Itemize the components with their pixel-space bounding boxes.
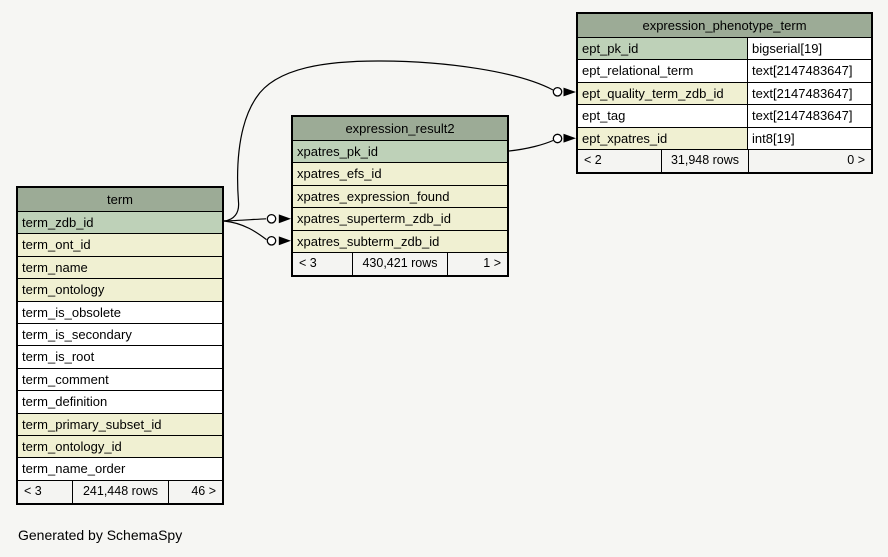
column-type: text[2147483647] bbox=[748, 82, 871, 105]
column-type: text[2147483647] bbox=[748, 60, 871, 82]
fk-open-circle-icon bbox=[552, 133, 563, 144]
column-type: text[2147483647] bbox=[748, 105, 871, 127]
column-row-xpatres_expression_found: xpatres_expression_found bbox=[293, 185, 507, 209]
parents-count: < 2 bbox=[578, 149, 662, 172]
column-type: bigserial[19] bbox=[748, 38, 871, 60]
column-name: term_comment bbox=[22, 371, 109, 387]
column-row-term_definition: term_definition bbox=[18, 391, 222, 414]
column-name: term_zdb_id bbox=[22, 215, 94, 230]
children-count: 1 > bbox=[483, 255, 501, 270]
column-name: ept_tag bbox=[578, 105, 748, 127]
column-row-term_name: term_name bbox=[18, 256, 222, 280]
column-row-term_is_obsolete: term_is_obsolete bbox=[18, 301, 222, 324]
fk-arrowhead-icon bbox=[278, 236, 291, 246]
table-expression-result2-footer: < 3 430,421 rows 1 > bbox=[293, 252, 507, 275]
table-expression-phenotype-term-footer: < 2 31,948 rows 0 > bbox=[578, 149, 871, 172]
column-row-xpatres_efs_id: xpatres_efs_id bbox=[293, 163, 507, 186]
column-name: term_primary_subset_id bbox=[22, 416, 162, 432]
column-name: term_is_obsolete bbox=[22, 304, 121, 320]
column-row-term_primary_subset_id: term_primary_subset_id bbox=[18, 413, 222, 436]
column-row-ept_tag: ept_tag text[2147483647] bbox=[578, 105, 871, 128]
row-count: 31,948 rows bbox=[662, 149, 749, 172]
column-name: term_name_order bbox=[22, 461, 126, 477]
generated-by-note: Generated by SchemaSpy bbox=[18, 527, 183, 543]
row-count: 241,448 rows bbox=[73, 480, 169, 503]
column-name: xpatres_subterm_zdb_id bbox=[297, 233, 440, 249]
column-name: ept_relational_term bbox=[578, 60, 748, 82]
fk-open-circle-icon bbox=[266, 235, 277, 246]
column-name: xpatres_pk_id bbox=[297, 144, 378, 159]
table-term-footer: < 3 241,448 rows 46 > bbox=[18, 480, 222, 503]
column-name: term_ont_id bbox=[22, 237, 91, 253]
table-expression-phenotype-term-title[interactable]: expression_phenotype_term bbox=[578, 14, 871, 38]
column-name: xpatres_superterm_zdb_id bbox=[297, 211, 451, 227]
row-count: 430,421 rows bbox=[353, 252, 448, 275]
column-name: term_name bbox=[22, 259, 88, 275]
children-count: 46 > bbox=[191, 483, 216, 498]
table-term-title[interactable]: term bbox=[18, 188, 222, 212]
fk-open-circle-icon bbox=[552, 86, 563, 97]
relationship-line-term-superterm bbox=[223, 218, 267, 222]
table-expression-phenotype-term[interactable]: expression_phenotype_term ept_pk_id bigs… bbox=[576, 12, 873, 174]
fk-arrowhead-icon bbox=[278, 214, 291, 224]
column-name: ept_pk_id bbox=[578, 38, 748, 60]
relationship-line-term-subterm bbox=[223, 220, 267, 241]
table-expression-result2[interactable]: expression_result2 xpatres_pk_id xpatres… bbox=[291, 115, 509, 277]
parents-count: < 3 bbox=[293, 252, 353, 275]
parents-count: < 3 bbox=[18, 480, 73, 503]
relationship-line-er2-ept-xpatres bbox=[508, 139, 554, 152]
fk-arrowhead-icon bbox=[563, 133, 576, 143]
column-name: ept_xpatres_id bbox=[578, 127, 748, 149]
column-name: term_is_secondary bbox=[22, 326, 132, 342]
column-name: term_ontology bbox=[22, 282, 105, 298]
column-row-term_comment: term_comment bbox=[18, 368, 222, 392]
column-row-term_ontology_id: term_ontology_id bbox=[18, 435, 222, 459]
column-row-term_ont_id: term_ont_id bbox=[18, 234, 222, 257]
fk-open-circle-icon bbox=[266, 213, 277, 224]
column-name: term_ontology_id bbox=[22, 438, 122, 454]
column-name: term_is_root bbox=[22, 349, 95, 365]
column-name: term_definition bbox=[22, 394, 108, 410]
children-count: 0 > bbox=[847, 152, 865, 167]
fk-arrowhead-icon bbox=[563, 87, 576, 97]
column-row-ept_quality_term_zdb_id: ept_quality_term_zdb_id text[2147483647] bbox=[578, 82, 871, 106]
column-row-term_zdb_id: term_zdb_id bbox=[18, 212, 222, 235]
column-name: ept_quality_term_zdb_id bbox=[578, 82, 748, 105]
column-row-term_ontology: term_ontology bbox=[18, 279, 222, 302]
column-name: xpatres_expression_found bbox=[297, 188, 450, 204]
column-row-term_is_secondary: term_is_secondary bbox=[18, 323, 222, 347]
table-term[interactable]: term term_zdb_id term_ont_id term_name t… bbox=[16, 186, 224, 505]
column-row-xpatres_superterm_zdb_id: xpatres_superterm_zdb_id bbox=[293, 208, 507, 231]
column-name: xpatres_efs_id bbox=[297, 166, 382, 182]
column-row-xpatres_subterm_zdb_id: xpatres_subterm_zdb_id bbox=[293, 230, 507, 253]
column-row-ept_relational_term: ept_relational_term text[2147483647] bbox=[578, 60, 871, 83]
column-row-term_name_order: term_name_order bbox=[18, 458, 222, 481]
column-row-xpatres_pk_id: xpatres_pk_id bbox=[293, 141, 507, 164]
column-row-term_is_root: term_is_root bbox=[18, 346, 222, 369]
column-type: int8[19] bbox=[748, 127, 871, 149]
table-expression-result2-title[interactable]: expression_result2 bbox=[293, 117, 507, 141]
column-row-ept_pk_id: ept_pk_id bigserial[19] bbox=[578, 38, 871, 61]
column-row-ept_xpatres_id: ept_xpatres_id int8[19] bbox=[578, 127, 871, 150]
